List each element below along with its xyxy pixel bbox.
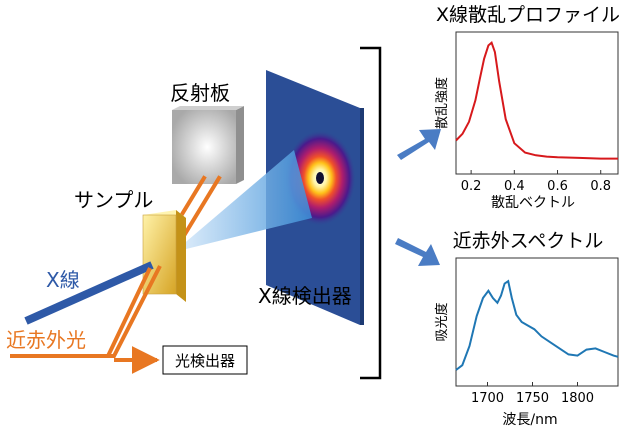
saxs-ylabel: 散乱強度: [434, 77, 450, 129]
nir-light-label: 近赤外光: [6, 328, 86, 352]
nir-beam-path: [10, 265, 162, 374]
nir-x-ticks: 1700 1750 1800: [471, 382, 594, 406]
nir-xlabel: 波長/nm: [502, 412, 557, 428]
saxs-plot-frame: [455, 31, 619, 175]
saxs-chart-title: X線散乱プロファイル: [436, 4, 620, 26]
reflector-label: 反射板: [170, 81, 230, 105]
nir-x-tick-label: 1700: [471, 391, 504, 406]
beam-stop: [316, 172, 324, 184]
light-detector-label: 光検出器: [175, 352, 235, 370]
saxs-xlabel: 散乱ベクトル: [491, 195, 575, 211]
nir-x-tick-label: 1750: [516, 391, 549, 406]
reflector-plate: [172, 106, 244, 184]
sample-block: [142, 210, 186, 302]
saxs-x-tick-label: 0.2: [461, 179, 482, 194]
saxs-x-ticks: 0.2 0.4 0.6 0.8: [461, 170, 611, 194]
nir-x-tick-label: 1800: [561, 391, 594, 406]
saxs-x-tick-label: 0.4: [504, 179, 525, 194]
saxs-chart: X線散乱プロファイル 0.2 0.4 0.6 0.8 散乱強度 散乱ベクトル: [434, 4, 620, 211]
nir-ylabel: 吸光度: [434, 302, 450, 341]
light-detector-box: [162, 345, 248, 375]
nir-chart: 近赤外スペクトル 1700 1750 1800 吸光度 波長/nm: [434, 230, 619, 428]
scattered-xray-cone: [174, 150, 312, 252]
xray-detector-label: X線検出器: [258, 284, 352, 308]
xray-beam: [24, 261, 154, 325]
saxs-x-tick-label: 0.6: [547, 179, 568, 194]
nir-chart-title: 近赤外スペクトル: [453, 230, 604, 252]
arrow-to-nir: [395, 238, 440, 266]
arrow-to-saxs: [397, 129, 441, 160]
nir-series-line: [455, 279, 619, 371]
saxs-x-tick-label: 0.8: [590, 179, 611, 194]
xray-label: X線: [46, 268, 80, 292]
nir-plot-frame: [455, 257, 619, 387]
bracket: [360, 46, 382, 380]
sample-label: サンプル: [74, 188, 153, 212]
saxs-series-line: [455, 41, 618, 160]
